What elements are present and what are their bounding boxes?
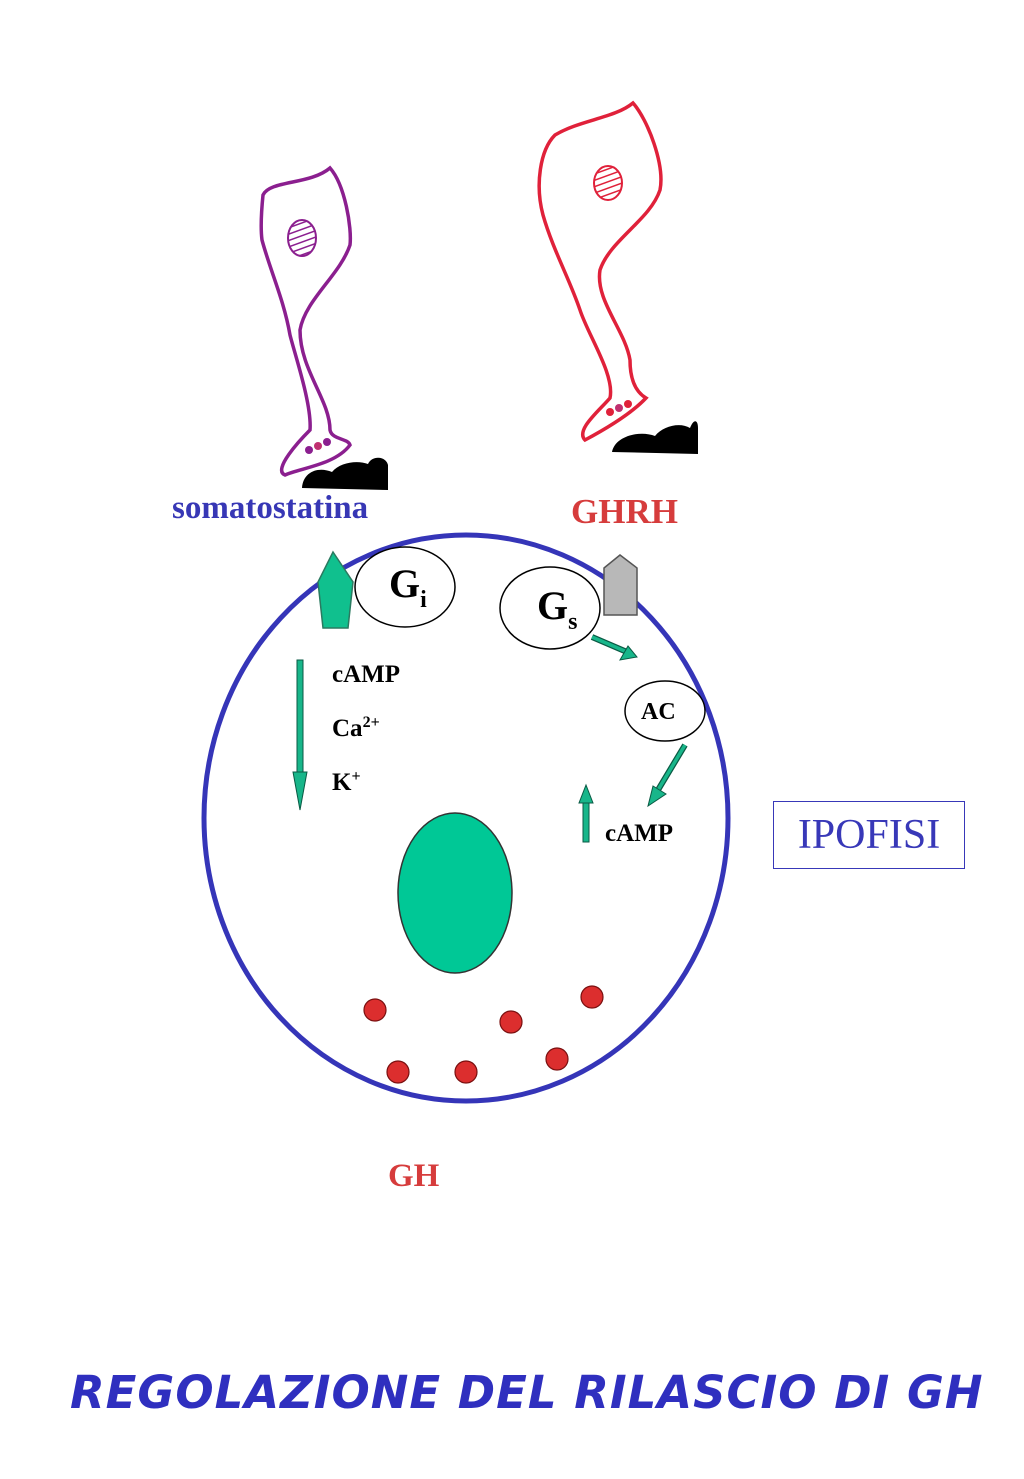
- ghrh-receptor: [603, 554, 638, 616]
- somatostatin-neuron-nucleus: [287, 219, 317, 257]
- page-title: REGOLAZIONE DEL RILASCIO DI GH: [70, 1366, 984, 1419]
- gi-label-base: G: [389, 561, 421, 606]
- gh-granule: [454, 1060, 478, 1084]
- vesicle: [624, 400, 632, 408]
- gh-granule: [499, 1010, 523, 1034]
- cell-nucleus: [397, 812, 513, 974]
- ghrh-neuron: [537, 100, 698, 454]
- camp-increase-label: cAMP: [605, 820, 674, 847]
- arrow-ac-to-camp: [647, 743, 688, 808]
- gh-granule: [545, 1047, 569, 1071]
- gh-granule: [580, 985, 604, 1009]
- ac-enzyme: [624, 680, 706, 742]
- calcium-label-sup: 2+: [362, 714, 380, 731]
- gs-label-sub: s: [568, 609, 578, 635]
- somatostatin-receptor: [317, 550, 354, 629]
- ghrh-neuron-nucleus: [593, 165, 623, 201]
- somatostatina-label: somatostatina: [172, 490, 369, 526]
- gs-label: Gs: [537, 582, 577, 636]
- gs-protein: [499, 566, 601, 650]
- gi-label: Gi: [389, 560, 427, 614]
- ipofisi-box: IPOFISI: [773, 801, 965, 869]
- arrow-gs-to-ac: [590, 634, 638, 661]
- arrow-down-decrease: [292, 659, 308, 811]
- ghrh-release-cluster: [612, 421, 698, 454]
- vesicle: [323, 438, 331, 446]
- gh-granule: [363, 998, 387, 1022]
- vesicle: [615, 404, 623, 412]
- gh-granules: [363, 985, 604, 1084]
- calcium-label: Ca2+: [332, 714, 380, 743]
- somatostatin-neuron: [259, 165, 388, 490]
- gh-granule: [386, 1060, 410, 1084]
- ghrh-label: GHRH: [571, 492, 678, 531]
- gi-protein: [354, 546, 456, 628]
- arrow-up-increase: [578, 783, 594, 843]
- pituitary-cell-membrane: [201, 532, 731, 1104]
- gs-label-base: G: [537, 583, 569, 628]
- potassium-label-base: K: [332, 769, 352, 796]
- ipofisi-label: IPOFISI: [797, 812, 941, 858]
- ghrh-neuron-body: [537, 100, 663, 443]
- vesicle: [314, 442, 322, 450]
- ac-label: AC: [641, 699, 676, 725]
- somatostatin-release-cluster: [302, 457, 388, 490]
- vesicle: [305, 446, 313, 454]
- potassium-label-sup: +: [351, 768, 361, 785]
- camp-decrease-label: cAMP: [332, 661, 401, 688]
- calcium-label-base: Ca: [332, 715, 363, 742]
- somatostatin-neuron-body: [259, 165, 353, 477]
- gh-label: GH: [388, 1158, 440, 1194]
- vesicle: [606, 408, 614, 416]
- potassium-label: K+: [332, 768, 361, 797]
- gi-label-sub: i: [420, 587, 427, 613]
